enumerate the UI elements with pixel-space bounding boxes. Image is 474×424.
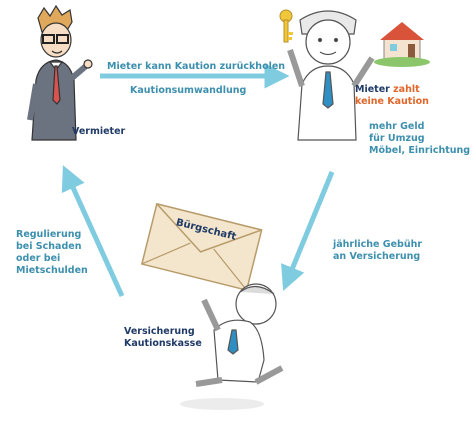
right-arrow-line: an Versicherung xyxy=(333,251,421,262)
tenant-figure xyxy=(287,10,375,141)
left-arrow-line: Mietschulden xyxy=(16,265,88,276)
arrow-insurer-to-landlord xyxy=(61,165,125,298)
arrow-label-top-sub: Kautionsumwandlung xyxy=(130,85,247,96)
running-insurer-figure xyxy=(180,283,284,410)
house-icon xyxy=(374,22,430,67)
key-icon xyxy=(279,9,293,43)
tenant-benefit-line: mehr Geld xyxy=(369,121,425,132)
tenant-benefits: mehr Geld für Umzug Möbel, Einrichtung xyxy=(369,121,470,157)
tenant-label-highlight: keine Kaution xyxy=(355,96,429,107)
tenant-benefit-line: für Umzug xyxy=(369,133,425,144)
arrow-tenant-to-insurer xyxy=(281,171,335,291)
tenant-label: Mieter zahlt keine Kaution xyxy=(355,84,429,108)
landlord-label: Vermieter xyxy=(72,126,126,137)
tenant-label-suffix: zahlt xyxy=(393,84,420,95)
tenant-label-prefix: Mieter xyxy=(355,84,390,95)
right-arrow-label: jährliche Gebühr an Versicherung xyxy=(333,239,422,263)
left-arrow-line: oder bei xyxy=(16,253,61,264)
envelope-icon: Bürgschaft xyxy=(140,202,263,292)
right-arrow-line: jährliche Gebühr xyxy=(333,239,423,250)
left-arrow-line: bei Schaden xyxy=(16,241,82,252)
left-arrow-line: Regulierung xyxy=(16,229,82,240)
tenant-benefit-line: Möbel, Einrichtung xyxy=(369,145,471,156)
arrow-label-top: Mieter kann Kaution zurückholen xyxy=(107,61,286,72)
landlord-figure xyxy=(27,4,93,141)
insurer-label: Versicherung Kautionskasse xyxy=(124,326,202,350)
insurer-line: Kautionskasse xyxy=(124,338,202,349)
left-arrow-label: Regulierung bei Schaden oder bei Mietsch… xyxy=(16,229,88,277)
insurer-line: Versicherung xyxy=(124,326,195,337)
